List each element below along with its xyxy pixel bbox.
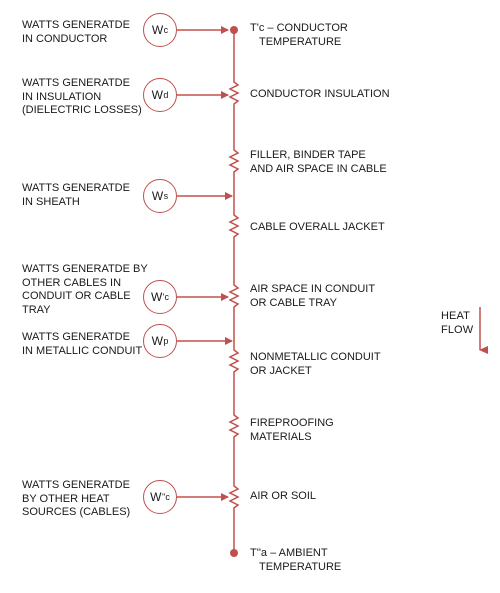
source-symbol-other-sources: W''c [143,480,177,514]
resistance-label-fireproofing: FIREPROOFING MATERIALS [250,417,334,443]
symbol-main: W [150,490,162,504]
symbol-main: W [151,23,164,37]
bottom-node-dot [230,549,238,557]
resistance-label-nonmetallic-conduit: NONMETALLIC CONDUIT OR JACKET [250,351,381,377]
source-label-sheath: WATTS GENERATDE IN SHEATH [22,182,130,208]
symbol-sub: ''c [161,492,170,502]
resistance-label-overall-jacket: CABLE OVERALL JACKET [250,221,385,233]
source-label-conductor: WATTS GENERATDE IN CONDUCTOR [22,19,130,45]
bottom-node-label: T''a – AMBIENT TEMPERATURE [250,546,341,574]
resistance-label-filler: FILLER, BINDER TAPE AND AIR SPACE IN CAB… [250,149,387,175]
main-circuit-line [228,30,240,553]
source-label-insulation: WATTS GENERATDE IN INSULATION (DIELECTRI… [22,77,142,116]
resistance-label-conductor-insulation: CONDUCTOR INSULATION [250,88,390,100]
source-symbol-other-cables: W'c [143,280,177,314]
symbol-sub: d [163,90,169,100]
symbol-sub: p [163,336,169,346]
source-label-other-cables: WATTS GENERATDE BY OTHER CABLES IN CONDU… [22,263,148,316]
top-node-text: – CONDUCTOR TEMPERATURE [258,22,348,48]
symbol-sub: s [163,191,169,201]
symbol-main: W [150,290,163,304]
top-node-dot [230,26,238,34]
bottom-node-text: – AMBIENT TEMPERATURE [258,547,342,573]
top-node-symbol: T'c [250,22,265,34]
bottom-node-symbol: T''a [250,547,268,559]
resistance-label-air-soil: AIR OR SOIL [250,490,317,502]
heat-flow-label: HEAT FLOW [441,310,474,336]
symbol-main: W [151,334,163,348]
source-label-metallic-conduit: WATTS GENERATDE IN METALLIC CONDUIT [22,331,143,357]
resistance-label-air-space-conduit: AIR SPACE IN CONDUIT OR CABLE TRAY [250,283,376,309]
source-label-other-sources: WATTS GENERATDE BY OTHER HEAT SOURCES (C… [22,479,131,518]
symbol-sub: c [163,25,169,35]
top-node-label: T'c – CONDUCTOR TEMPERATURE [250,21,348,49]
symbol-sub: 'c [162,292,170,302]
symbol-main: W [151,88,163,102]
symbol-main: W [151,189,164,203]
